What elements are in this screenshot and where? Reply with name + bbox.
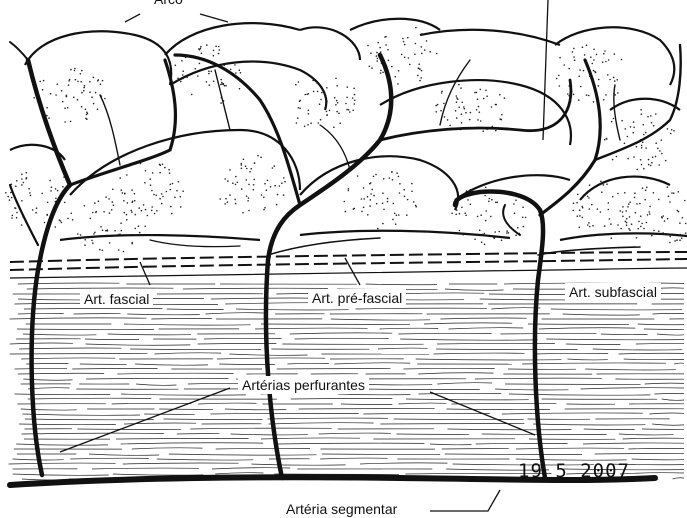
date-stamp: 19 5 2007 (518, 460, 630, 482)
label-arteria-segmentar: Artéria segmentar (282, 500, 401, 518)
label-art-fascial: Art. fascial (80, 290, 153, 308)
label-art-prefascial: Art. pré-fascial (308, 289, 406, 307)
label-art-subfascial: Art. subfascial (565, 283, 661, 301)
label-top-partial: Arco (150, 0, 187, 8)
label-arterias-perfurantes: Artérias perfurantes (238, 376, 369, 394)
